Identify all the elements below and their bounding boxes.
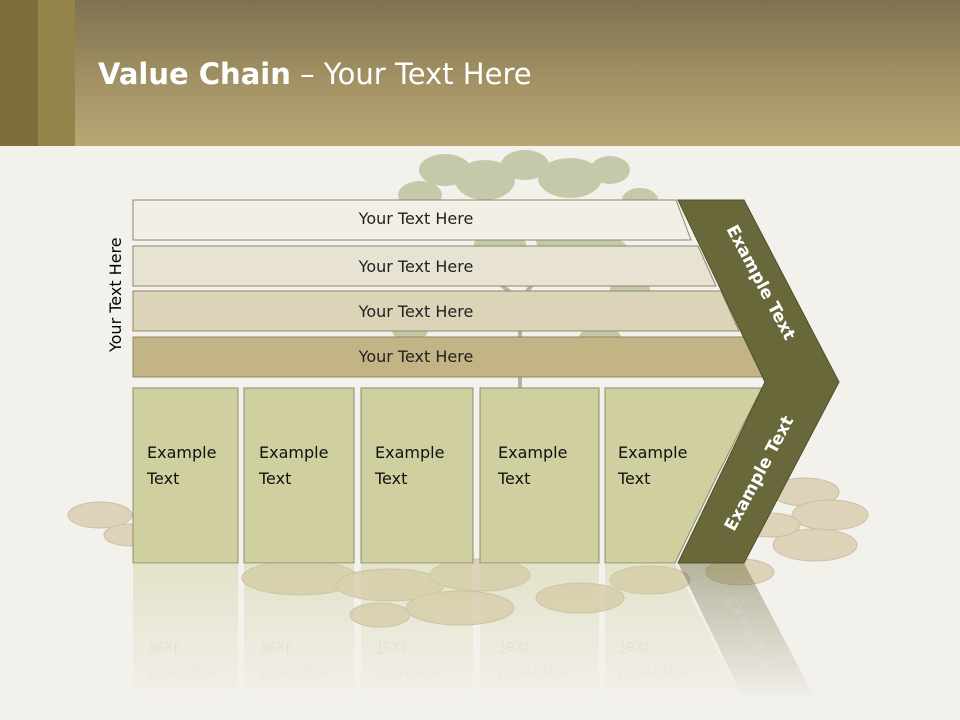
primary-column: Example Text bbox=[132, 387, 239, 564]
primary-column: Example Text bbox=[243, 387, 355, 564]
reflection-column-2 bbox=[244, 563, 354, 720]
primary-column-2-shape bbox=[243, 387, 355, 564]
reflection-column-4-label: Example Text bbox=[497, 638, 567, 683]
reflection-column-3-line-1: Example bbox=[375, 664, 444, 683]
primary-activities: Example Text Example Text Example Text E… bbox=[132, 387, 763, 564]
reflection-column-4-line-2: Text bbox=[497, 638, 530, 657]
primary-column-3-line-2: Text bbox=[374, 469, 407, 488]
accent-stripe-light bbox=[38, 0, 75, 146]
primary-column-5-label: Example Text bbox=[617, 443, 693, 488]
support-bar-1-shape bbox=[132, 199, 692, 241]
support-activities: Your Text Here Your Text Here Your Text … bbox=[132, 199, 764, 378]
primary-column-4-label: Example Text bbox=[497, 443, 573, 488]
primary-column-4-line-1: Example bbox=[498, 443, 567, 462]
primary-column-3-line-1: Example bbox=[375, 443, 444, 462]
primary-column-1-line-2: Text bbox=[146, 469, 179, 488]
reflection-column-3-line-2: Text bbox=[374, 638, 407, 657]
reflection-column-1-line-1: Example bbox=[147, 664, 216, 683]
reflection-column-5-label: Example Text bbox=[617, 638, 687, 683]
support-bar-3-label: Your Text Here bbox=[358, 302, 474, 321]
reflection-column-2-label: Example Text bbox=[258, 638, 328, 683]
reflection-column-5-line-1: Example bbox=[618, 664, 687, 683]
reflection-column-3 bbox=[361, 563, 473, 720]
reflection-column-3-label: Example Text bbox=[374, 638, 444, 683]
reflection-column-5-line-2: Text bbox=[617, 638, 650, 657]
title-regular-part: – Your Text Here bbox=[290, 57, 532, 91]
reflection-column-2-line-2: Text bbox=[258, 638, 291, 657]
primary-column-3-shape bbox=[360, 387, 474, 564]
reflection-column-1-line-2: Text bbox=[146, 638, 179, 657]
primary-column-1-shape bbox=[132, 387, 239, 564]
primary-column-4-line-2: Text bbox=[497, 469, 530, 488]
primary-column: Example Text bbox=[360, 387, 474, 564]
primary-column-5-line-1: Example bbox=[618, 443, 687, 462]
support-bar-2-shape bbox=[132, 245, 717, 287]
support-bar-2-label: Your Text Here bbox=[358, 257, 474, 276]
diagram-reflection: Example Text Example Text Example Text Exam… bbox=[133, 563, 827, 720]
reflection-column-2-line-1: Example bbox=[259, 664, 328, 683]
support-bar: Your Text Here bbox=[132, 336, 764, 378]
primary-column: Example Text bbox=[479, 387, 600, 564]
reflection-column-4-line-1: Example bbox=[498, 664, 567, 683]
reflection-column-5 bbox=[605, 563, 753, 720]
title-banner: Value Chain – Your Text Here bbox=[0, 0, 960, 146]
support-bar: Your Text Here bbox=[132, 290, 740, 332]
primary-column-3-label: Example Text bbox=[374, 443, 450, 488]
reflection-column-1-label: Example Text bbox=[146, 638, 216, 683]
support-bar-1-label: Your Text Here bbox=[358, 209, 474, 228]
reflection-chevron bbox=[678, 563, 827, 720]
support-bar-3-shape bbox=[132, 290, 740, 332]
primary-column-5-line-2: Text bbox=[617, 469, 650, 488]
primary-column-1-label: Example Text bbox=[146, 443, 222, 488]
accent-stripe-dark bbox=[0, 0, 38, 146]
reflection-column-4 bbox=[480, 563, 599, 720]
primary-column-2-line-1: Example bbox=[259, 443, 328, 462]
title-bold-part: Value Chain bbox=[98, 57, 291, 91]
page-title: Value Chain – Your Text Here bbox=[98, 54, 532, 94]
support-bar: Your Text Here bbox=[132, 199, 692, 241]
primary-column-2-line-2: Text bbox=[258, 469, 291, 488]
support-activities-side-label: Your Text Here bbox=[106, 237, 125, 352]
primary-column: Example Text bbox=[604, 387, 763, 564]
primary-column-2-label: Example Text bbox=[258, 443, 334, 488]
primary-column-4-shape bbox=[479, 387, 600, 564]
primary-column-1-line-1: Example bbox=[147, 443, 216, 462]
reflection-column-1 bbox=[133, 563, 238, 720]
support-bar-4-label: Your Text Here bbox=[358, 347, 474, 366]
support-bar: Your Text Here bbox=[132, 245, 717, 287]
primary-column-5-shape bbox=[604, 387, 763, 564]
